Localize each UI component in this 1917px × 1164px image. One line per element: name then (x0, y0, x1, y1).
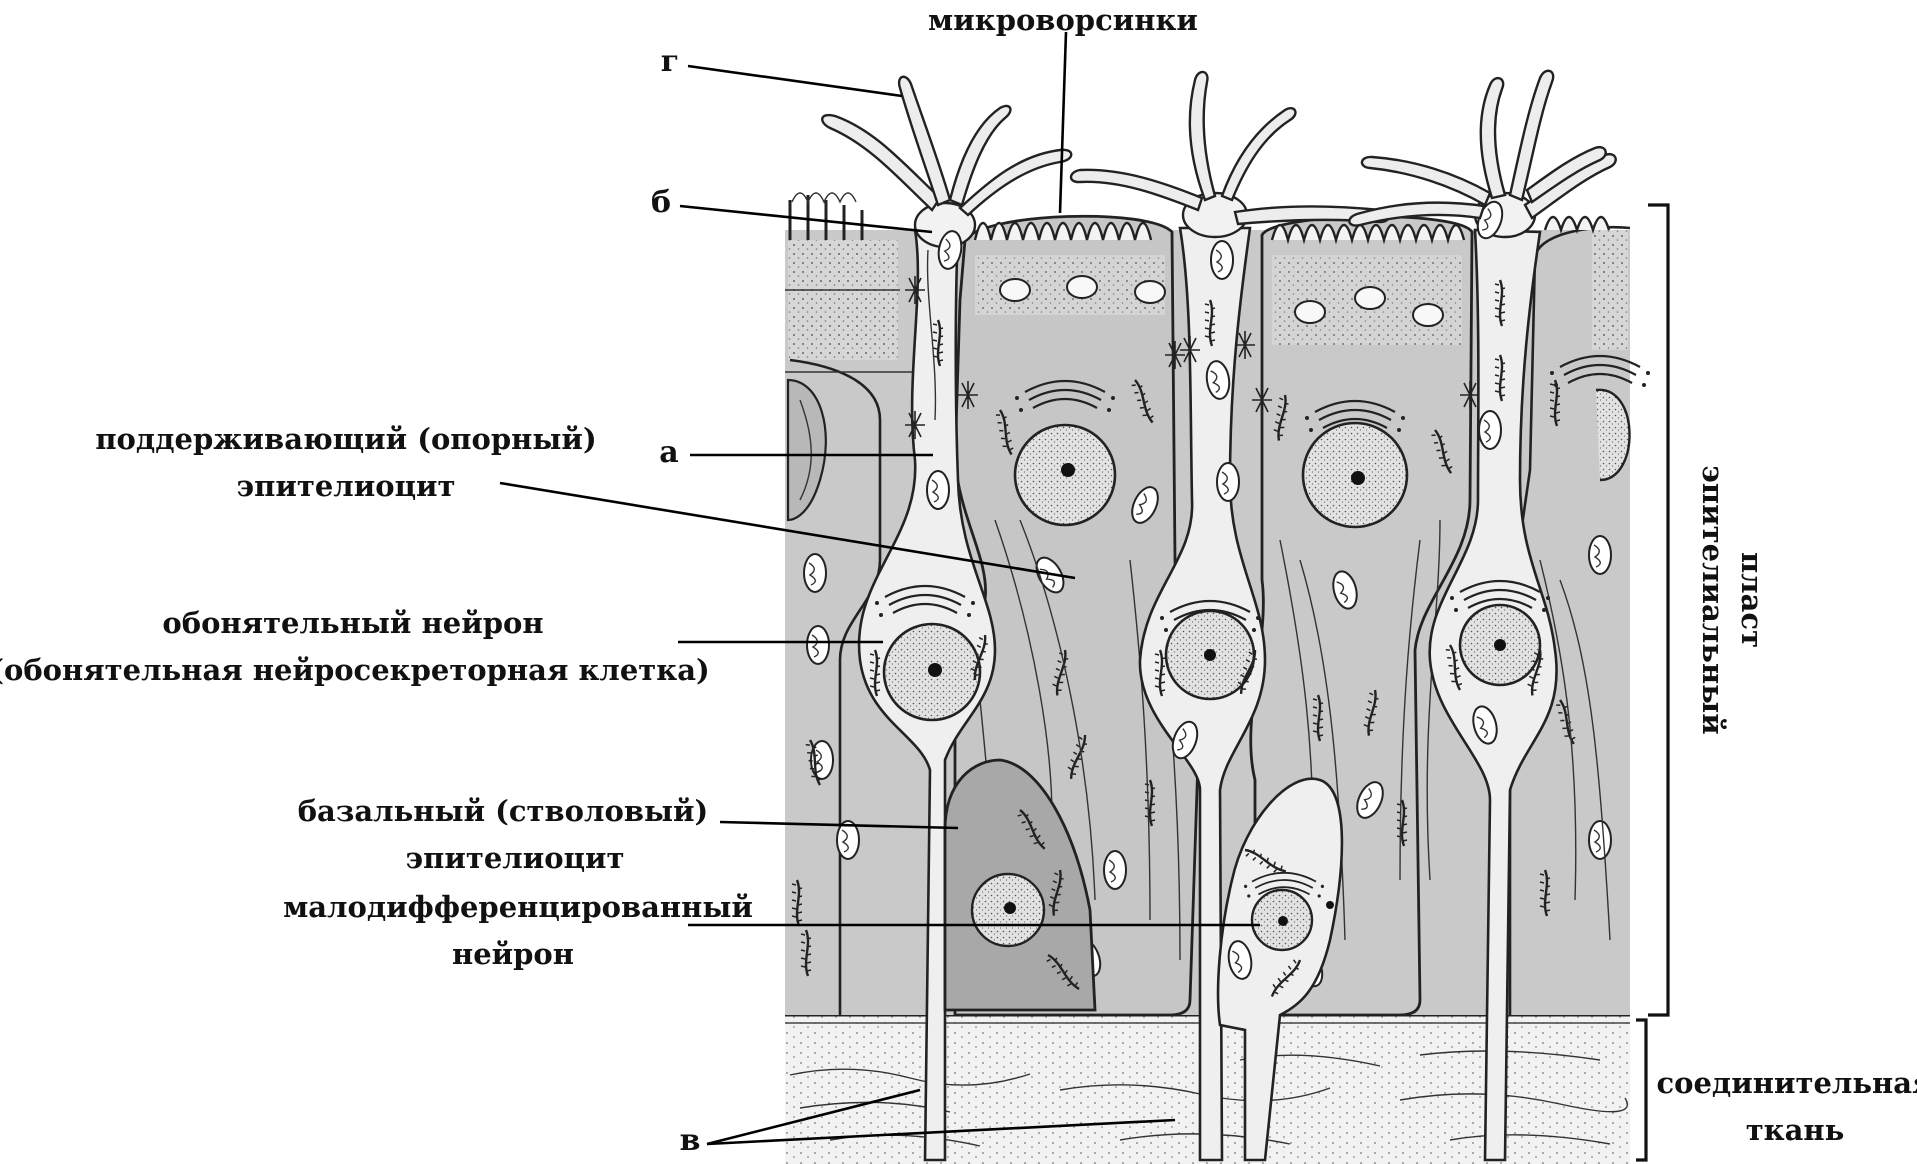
label-epithelial-line1: эпителиальный (1696, 465, 1730, 735)
label-basal-line2: эпителиоцит (405, 841, 624, 875)
label-microvilli: микроворсинки (928, 3, 1198, 37)
label-v: в (680, 1123, 701, 1158)
label-supporting-line2: эпителиоцит (236, 469, 455, 503)
label-connective-line1: соединительная (1656, 1066, 1917, 1100)
label-olfactory-line2: (обонятельная нейросекреторная клетка) (0, 653, 710, 687)
label-undiff-line1: малодифференцированный (283, 890, 753, 924)
connective-tissue-bracket (1636, 1020, 1646, 1160)
label-olfactory-line1: обонятельный нейрон (162, 606, 543, 640)
label-g: г (661, 44, 679, 79)
label-b: б (651, 185, 671, 220)
label-a: а (659, 435, 678, 470)
label-undiff-line2: нейрон (452, 937, 574, 971)
label-supporting-line1: поддерживающий (опорный) (95, 422, 596, 456)
label-epithelial-line2: пласт (1735, 552, 1769, 648)
label-connective-line2: ткань (1746, 1113, 1845, 1147)
epithelial-layer-bracket (1648, 205, 1668, 1015)
label-basal-line1: базальный (стволовый) (298, 794, 709, 828)
